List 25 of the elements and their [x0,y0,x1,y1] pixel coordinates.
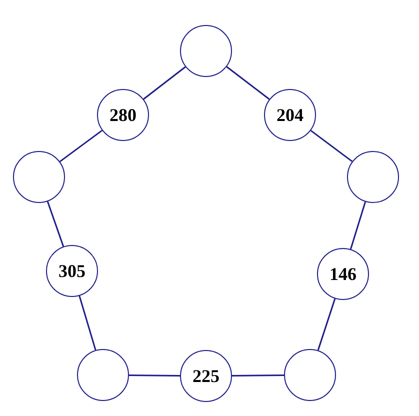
connector-line [46,201,64,247]
connector-line [310,130,353,162]
empty-circle [284,349,336,401]
value-circle [97,89,149,141]
empty-circle [13,151,65,203]
value-label: 280 [110,104,136,126]
value-circle [264,89,316,141]
value-label: 146 [330,264,356,284]
connector-line [129,374,180,376]
value-circle [180,350,232,402]
value-circle [46,245,98,297]
connector-line [317,298,336,351]
empty-circle [77,349,129,401]
connector-line [232,374,284,376]
value-label: 305 [58,260,86,282]
empty-circle [180,25,232,77]
connector-line [59,130,103,162]
value-label: 225 [192,366,220,386]
empty-circle [347,151,399,203]
connector-line [350,202,366,250]
value-label: 204 [276,104,304,126]
value-circle [317,248,369,300]
connector-line [226,66,270,100]
connector-line [78,296,96,350]
connector-line [143,66,186,100]
